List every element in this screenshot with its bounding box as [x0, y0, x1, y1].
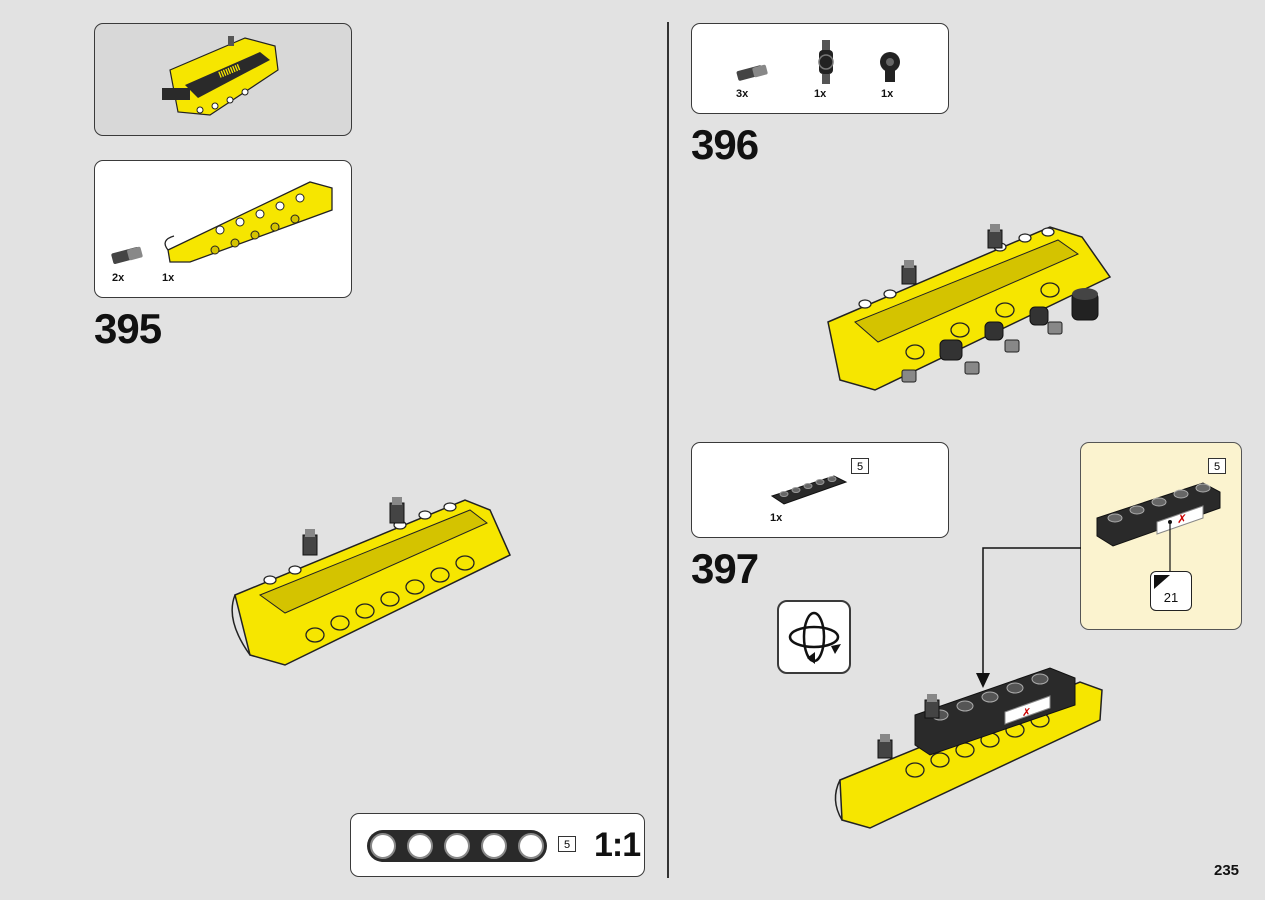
- ruler-length-box: 5: [558, 836, 576, 852]
- axle-pin-icon: [111, 246, 143, 265]
- part-quantity: 1x: [770, 512, 783, 524]
- black-beam-icon: [770, 475, 848, 505]
- part-length-box: 5: [851, 458, 869, 474]
- step-396-assembly-illustration: [827, 224, 1112, 391]
- svg-text:✗: ✗: [1022, 707, 1031, 719]
- yellow-panel-icon: [164, 181, 333, 263]
- part-quantity: 3x: [736, 88, 749, 100]
- sticker-number: 21: [1163, 590, 1179, 605]
- page-divider: [667, 22, 669, 878]
- step-395-assembly-illustration: [231, 497, 511, 666]
- part-quantity: 1x: [881, 88, 894, 100]
- sticker-sheet-badge: 21: [1150, 571, 1192, 611]
- callout-arrow: [976, 547, 1081, 688]
- axle-pin-icon: [736, 64, 768, 81]
- ruler-beam-icon: [367, 830, 547, 862]
- step-number-397: 397: [691, 545, 759, 592]
- rotate-model-icon: [788, 611, 841, 664]
- assembled-boom-icon: IIIIIIIII: [162, 36, 279, 116]
- pin-connector-icon: [880, 52, 900, 82]
- step-number-395: 395: [94, 305, 162, 352]
- svg-text:✗: ✗: [1177, 512, 1187, 526]
- step-397-assembly-illustration: ✗: [834, 667, 1103, 829]
- scale-ratio: 1:1: [594, 826, 641, 864]
- callout-length-box: 5: [1208, 458, 1226, 474]
- sticker-leader-line: [1168, 520, 1172, 575]
- page-number: 235: [1214, 862, 1240, 879]
- part-quantity: 1x: [814, 88, 827, 100]
- cross-connector-icon: [818, 40, 834, 84]
- part-quantity: 2x: [112, 272, 125, 284]
- step-number-396: 396: [691, 121, 759, 168]
- part-quantity: 1x: [162, 272, 175, 284]
- callout-beam-with-sticker-icon: ✗: [1096, 482, 1221, 547]
- sticker-sheet-icon: [1154, 575, 1170, 589]
